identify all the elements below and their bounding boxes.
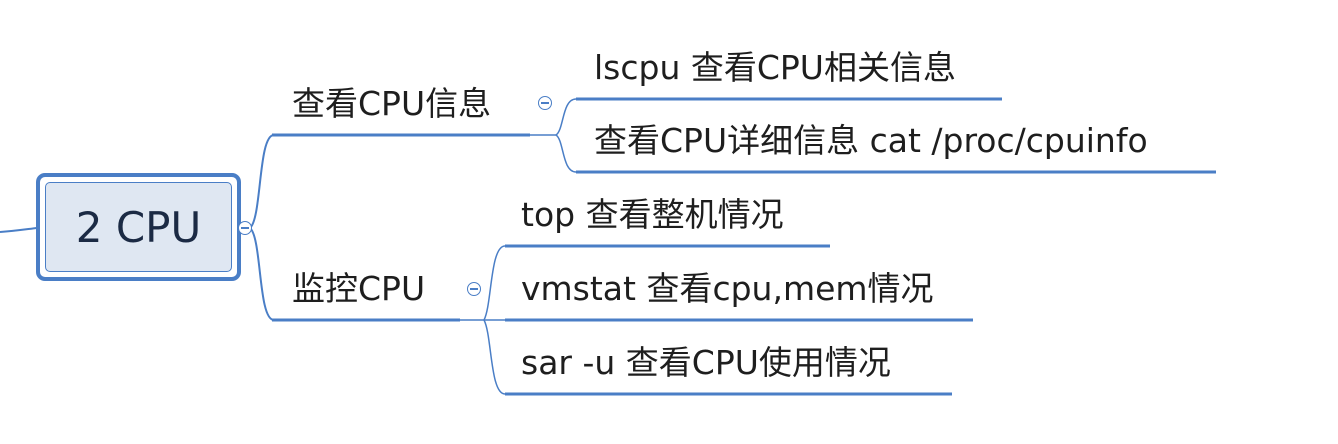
leaf-node-sar[interactable]: sar -u 查看CPU使用情况 [521,343,891,382]
leaf-node-top[interactable]: top 查看整机情况 [521,195,784,234]
root-collapse-icon[interactable] [238,221,252,235]
branch-2-leaf-1-connector [483,245,506,321]
branch-1-collapse-icon[interactable] [538,96,552,110]
branch-node-cpu-monitor[interactable]: 监控CPU [292,269,426,308]
leaf-node-cpuinfo[interactable]: 查看CPU详细信息 cat /proc/cpuinfo [594,121,1148,160]
root-node-label: 2 CPU [75,202,202,252]
branch-1-leaf-1-connector [555,98,577,136]
root-node[interactable]: 2 CPU [36,173,241,281]
root-to-branch-1-connector [249,134,275,229]
leaf-node-vmstat[interactable]: vmstat 查看cpu,mem情况 [521,269,934,308]
root-to-branch-2-connector [249,227,275,321]
parent-connector [0,227,38,233]
leaf-node-lscpu[interactable]: lscpu 查看CPU相关信息 [594,48,956,87]
root-node-fill: 2 CPU [45,182,232,272]
branch-node-cpu-info[interactable]: 查看CPU信息 [292,84,492,123]
branch-2-leaf-3-connector [483,319,506,395]
branch-2-collapse-icon[interactable] [467,282,481,296]
branch-1-leaf-2-connector [555,134,577,173]
